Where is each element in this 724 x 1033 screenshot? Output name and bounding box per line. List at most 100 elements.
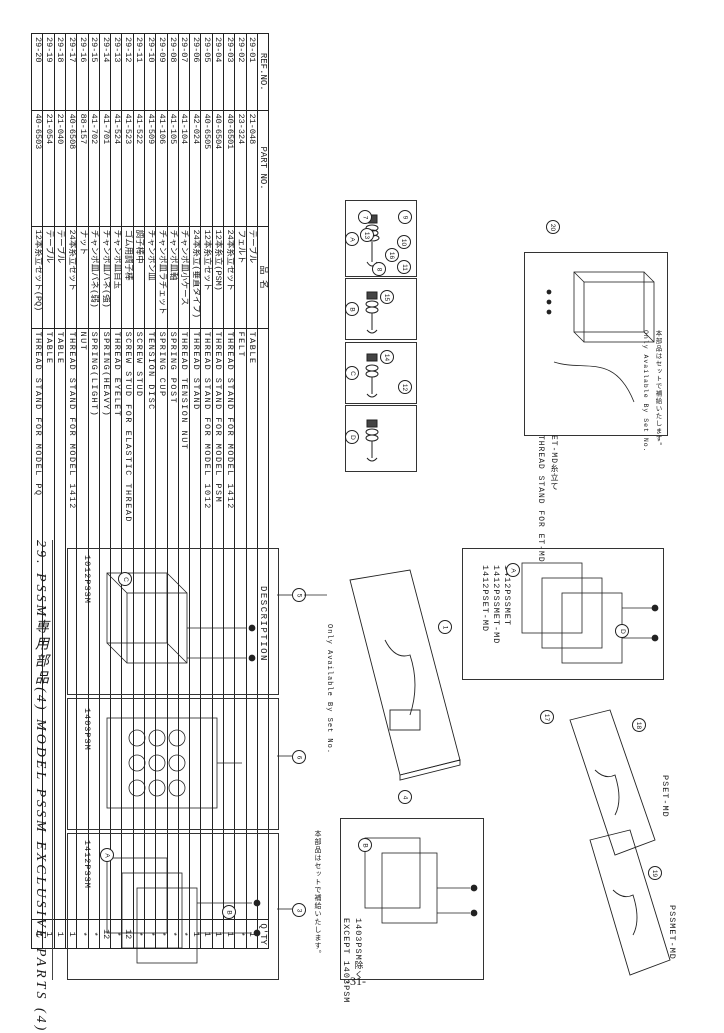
cell-japanese-name: 24本糸立(垂直タイプ) [189,226,201,329]
set-note-jp-center: 本部品はセットで補給いたします。 [313,830,321,958]
header-part-no: PART NO. [257,110,269,227]
cell-ref-no: 29-03 [223,33,235,111]
cell-japanese-name: 12本糸立セット [200,226,213,329]
cell-ref-no: 29-17 [65,33,77,111]
cell-ref-no: 29-16 [76,33,89,111]
cell-ref-no: 29-18 [54,33,66,111]
cell-japanese-name: チャンポ皿バネ(強) [99,226,111,329]
header-japanese-name: 品 名 [257,226,269,329]
cell-part-no: 88-157 [76,110,89,227]
cell-ref-no: 29-06 [189,33,201,111]
callout-10: 10 [397,235,411,249]
cell-ref-no: 29-04 [212,33,224,111]
cell-ref-no: 29-02 [234,33,247,111]
set-note-en-center: Only Available By Set No. [325,624,333,755]
tension-assembly-b [365,291,379,334]
callout-b-1412: B [222,905,236,919]
callout-12: 12 [398,380,412,394]
box-1012pssm [67,548,279,695]
cell-description: TABLE [54,328,66,920]
callout-a-detail: A [345,232,359,246]
callout-13: 13 [360,228,374,242]
callout-c-1012: C [118,572,132,586]
label-pssmet-md: PSSMET-MD [667,905,677,960]
cell-part-no: 41-105 [167,110,179,227]
label-1403psm: 1403PSM [82,708,92,751]
callout-d-pssmet: D [615,624,629,638]
cell-part-no: 42-024 [189,110,201,227]
callout-18: 18 [632,718,646,732]
cell-part-no: 40-6505 [200,110,213,227]
et-md-set-note-jp: 本部品はセットで補給いたします。 [654,330,661,450]
callout-9: 9 [398,210,412,224]
title-rule [52,540,53,980]
box-1403psm [67,698,279,830]
callout-7: 7 [358,210,372,224]
stand-1012pssm [106,572,256,664]
box-1412pssm [67,833,279,980]
et-md-stand-box [524,252,668,436]
et-md-stand-drawing [546,271,655,403]
cell-part-no: 41-701 [99,110,111,227]
cell-ref-no: 29-20 [31,33,43,111]
cell-part-no: 23-324 [234,110,247,227]
stand-1403psm [106,717,242,809]
callout-b-except: B [358,838,372,852]
callout-3: 3 [292,903,306,917]
callout-16: 16 [385,248,399,262]
tension-assembly-c [365,353,379,398]
label-1412pssmet-md: 1412PSSMET-MD [491,565,501,645]
cell-part-no: 40-6503 [31,110,43,227]
callout-8: 8 [372,262,386,276]
cell-ref-no: 29-09 [155,33,168,111]
cell-ref-no: 29-08 [167,33,179,111]
label-1412pssmet: 1412PSSMET [502,565,512,627]
cell-part-no: 21-048 [246,110,258,227]
cell-japanese-name: 12本糸立(PSM) [212,226,224,329]
callout-4: 4 [398,790,412,804]
cell-japanese-name: チャンポ皿小ケース [178,226,190,329]
callout-20: 20 [546,220,560,234]
cell-ref-no: 29-10 [144,33,156,111]
cell-part-no: 40-6504 [212,110,224,227]
table-drawing-18 [569,709,656,856]
callout-1: 1 [438,620,452,634]
et-md-label-en: THREAD STAND FOR ET-MD [536,435,545,563]
section-title: 29. PSSM専用部品(4) MODEL PSSM EXCLUSIVE PAR… [33,540,48,1033]
label-1412pset-md: 1412PSET-MD [480,565,490,633]
cell-japanese-name: チャンポ皿バネ(弱) [88,226,100,329]
header-ref-no: REF.NO. [257,33,269,111]
cell-japanese-name: チャンポ皿ラチェット [155,226,168,329]
except-jp-label: 1403PSM除く [353,918,363,980]
cell-part-no: 41-104 [178,110,190,227]
callout-17: 17 [540,710,554,724]
cell-part-no: 41-524 [110,110,122,227]
tension-assembly-d [365,419,379,462]
cell-ref-no: 29-14 [99,33,111,111]
cell-japanese-name: ナット [76,226,89,329]
et-md-set-note-en: Only Available By Set No. [642,330,649,453]
cell-ref-no: 29-12 [121,33,134,111]
cell-ref-no: 29-19 [42,33,55,111]
callout-15: 15 [380,290,394,304]
cell-qty: 1 [54,919,66,949]
cell-japanese-name: 24本糸立セット [223,226,235,329]
callout-d-detail: D [345,430,359,444]
cell-japanese-name: 24本糸立セット [65,226,77,329]
cell-ref-no: 29-11 [133,33,145,111]
cell-japanese-name: フェルト [234,226,247,329]
cell-japanese-name: 調子棒中 [133,226,145,329]
cell-part-no: 41-522 [133,110,145,227]
callout-a-pssmet: A [506,563,520,577]
callout-6: 6 [292,750,306,764]
cell-japanese-name: ゴム用調子棒 [121,226,134,329]
except-en-label: EXCEPT 1403PSM [341,918,351,1004]
cell-part-no: 40-6501 [223,110,235,227]
box-except-1403psm [340,818,484,980]
cell-japanese-name: チャンポン皿 [144,226,156,329]
cell-part-no: 21-040 [54,110,66,227]
cell-japanese-name: テーブル [246,226,258,329]
thread-stand-drawings-left [106,572,261,964]
callout-19: 19 [648,866,662,880]
